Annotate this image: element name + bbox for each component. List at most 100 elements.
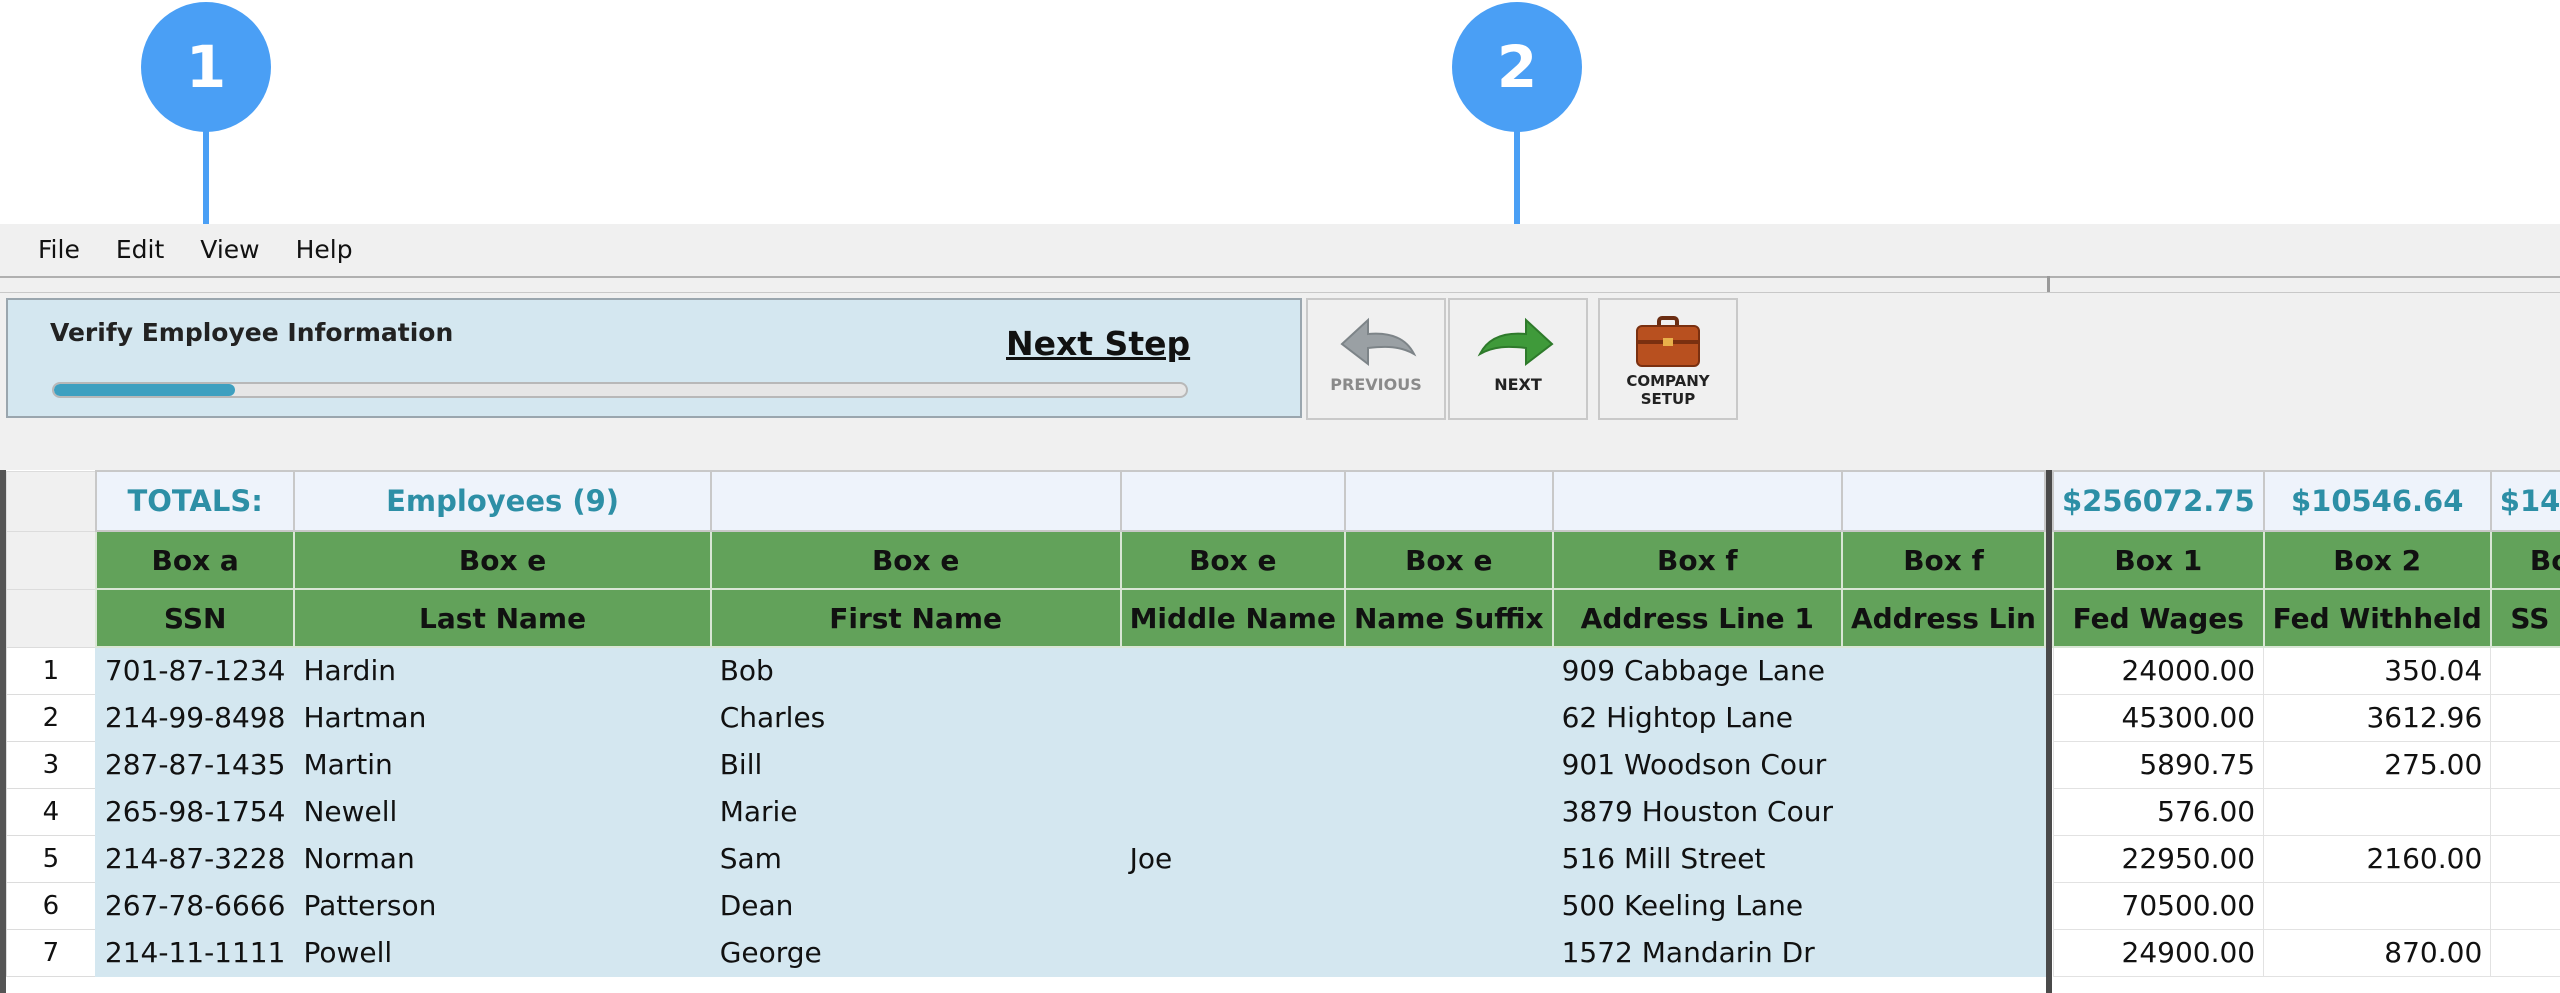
cell-first[interactable]: Bill (709, 740, 1122, 789)
cell-addr1[interactable]: 516 Mill Street (1551, 834, 1843, 883)
amount-cell[interactable]: 22950.00 (2052, 834, 2265, 883)
amount-cell[interactable]: 5890.75 (2052, 740, 2265, 789)
amount-cell[interactable]: 3612.96 (2263, 693, 2492, 742)
column-header[interactable]: Last Name (293, 588, 712, 648)
cell-addr2[interactable] (1840, 881, 2046, 930)
amount-cell[interactable]: 24 (2490, 646, 2560, 695)
column-header[interactable]: SS W (2489, 588, 2560, 648)
cell-last[interactable]: Norman (293, 834, 712, 883)
cell-suffix[interactable] (1343, 693, 1554, 742)
cell-suffix[interactable] (1343, 740, 1554, 789)
cell-middle[interactable] (1119, 693, 1346, 742)
company-setup-button[interactable]: COMPANY SETUP (1598, 298, 1738, 420)
cell-addr1[interactable]: 500 Keeling Lane (1551, 881, 1843, 930)
menu-file[interactable]: File (38, 234, 80, 264)
table-row[interactable]: 70500.00 (2052, 881, 2560, 930)
cell-middle[interactable]: Joe (1119, 834, 1346, 883)
cell-suffix[interactable] (1343, 834, 1554, 883)
amount-cell[interactable] (2490, 693, 2560, 742)
cell-ssn[interactable]: 214-11-1111 (94, 928, 296, 977)
amount-cell[interactable]: 275.00 (2263, 740, 2492, 789)
amount-cell[interactable]: 24900.00 (2052, 928, 2265, 977)
amount-cell[interactable]: 70500.00 (2052, 881, 2265, 930)
cell-suffix[interactable] (1343, 787, 1554, 836)
amount-cell[interactable]: 45300.00 (2052, 693, 2265, 742)
cell-last[interactable]: Newell (293, 787, 712, 836)
row-number[interactable]: 2 (6, 693, 97, 742)
cell-ssn[interactable]: 214-99-8498 (94, 693, 296, 742)
cell-first[interactable]: George (709, 928, 1122, 977)
box-header-cell[interactable]: Box 1 (2052, 530, 2265, 590)
cell-ssn[interactable]: 214-87-3228 (94, 834, 296, 883)
box-header-cell[interactable]: Box 2 (2262, 530, 2492, 590)
column-header[interactable]: Fed Wages (2052, 588, 2265, 648)
row-number[interactable]: 3 (6, 740, 97, 789)
cell-suffix[interactable] (1343, 928, 1554, 977)
amount-cell[interactable] (2490, 881, 2560, 930)
column-header[interactable]: First Name (709, 588, 1122, 648)
row-number[interactable]: 5 (6, 834, 97, 883)
cell-addr2[interactable] (1840, 646, 2046, 695)
cell-middle[interactable] (1119, 787, 1346, 836)
box-header-cell[interactable]: Box f (1551, 530, 1843, 590)
amount-cell[interactable] (2490, 787, 2560, 836)
column-header[interactable]: Address Line 1 (1551, 588, 1843, 648)
cell-middle[interactable] (1119, 740, 1346, 789)
cell-addr2[interactable] (1840, 740, 2046, 789)
cell-addr2[interactable] (1840, 834, 2046, 883)
amount-cell[interactable]: 870.00 (2263, 928, 2492, 977)
next-button[interactable]: NEXT (1448, 298, 1588, 420)
cell-addr2[interactable] (1840, 787, 2046, 836)
amount-cell[interactable]: 24000.00 (2052, 646, 2265, 695)
column-header[interactable]: Middle Name (1119, 588, 1346, 648)
box-header-cell[interactable]: Box a (94, 530, 296, 590)
row-number[interactable]: 4 (6, 787, 97, 836)
column-header[interactable]: Address Lin (1840, 588, 2046, 648)
cell-first[interactable]: Marie (709, 787, 1122, 836)
box-header-cell[interactable]: Box e (293, 530, 712, 590)
cell-suffix[interactable] (1343, 646, 1554, 695)
cell-last[interactable]: Patterson (293, 881, 712, 930)
cell-addr1[interactable]: 3879 Houston Cour (1551, 787, 1843, 836)
menu-edit[interactable]: Edit (115, 234, 165, 264)
row-number[interactable]: 7 (6, 928, 97, 977)
amount-cell[interactable]: 2160.00 (2263, 834, 2492, 883)
cell-addr2[interactable] (1840, 693, 2046, 742)
amount-cell[interactable] (2263, 787, 2492, 836)
previous-button[interactable]: PREVIOUS (1306, 298, 1446, 420)
amount-cell[interactable]: 22 (2490, 834, 2560, 883)
cell-middle[interactable] (1119, 881, 1346, 930)
cell-addr1[interactable]: 901 Woodson Cour (1551, 740, 1843, 789)
cell-last[interactable]: Martin (293, 740, 712, 789)
row-number[interactable]: 6 (6, 881, 97, 930)
cell-addr1[interactable]: 1572 Mandarin Dr (1551, 928, 1843, 977)
cell-first[interactable]: Sam (709, 834, 1122, 883)
cell-addr1[interactable]: 62 Hightop Lane (1551, 693, 1843, 742)
cell-first[interactable]: Dean (709, 881, 1122, 930)
box-header-cell[interactable]: Box e (709, 530, 1122, 590)
cell-last[interactable]: Hartman (293, 693, 712, 742)
box-header-cell[interactable]: Box f (1840, 530, 2046, 590)
amount-cell[interactable]: 5 (2490, 740, 2560, 789)
cell-ssn[interactable]: 267-78-6666 (94, 881, 296, 930)
cell-addr2[interactable] (1840, 928, 2046, 977)
cell-middle[interactable] (1119, 928, 1346, 977)
cell-ssn[interactable]: 265-98-1754 (94, 787, 296, 836)
column-header[interactable]: SSN (94, 588, 296, 648)
grid-split-divider[interactable] (2046, 470, 2052, 993)
cell-suffix[interactable] (1343, 881, 1554, 930)
column-header[interactable]: Fed Withheld (2262, 588, 2492, 648)
cell-last[interactable]: Powell (293, 928, 712, 977)
